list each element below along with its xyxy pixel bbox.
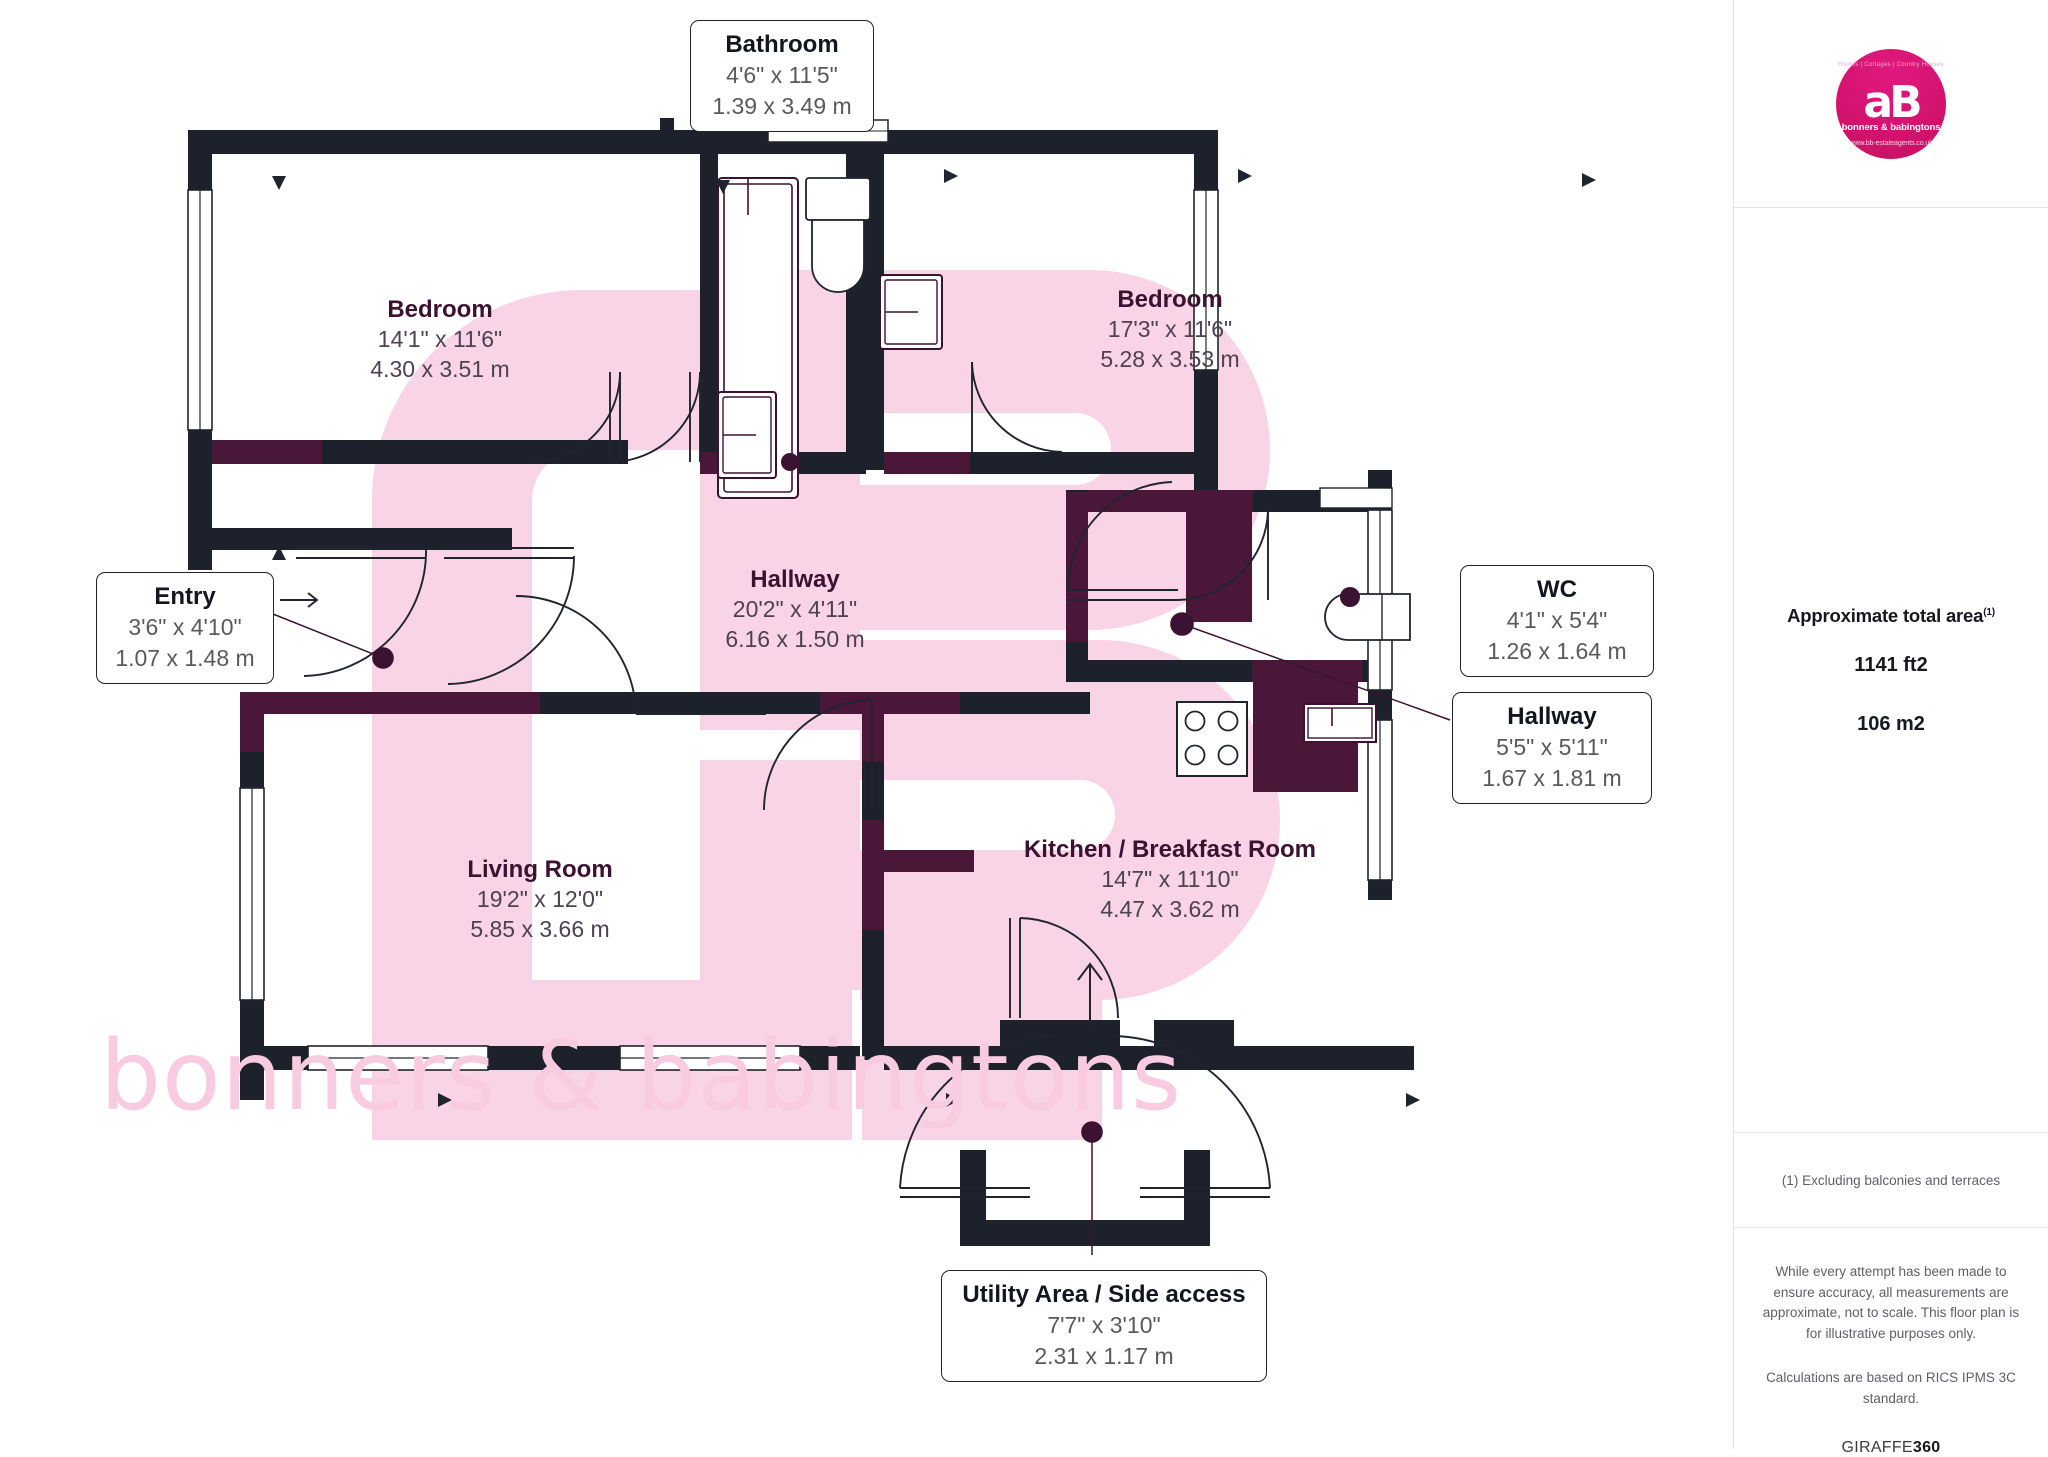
disclaimer-cell: While every attempt has been made to ens… <box>1734 1228 2048 1456</box>
room-imperial: 19'2" x 12'0" <box>476 886 604 912</box>
room-metric: 4.30 x 3.51 m <box>370 355 510 382</box>
room-metric: 5.85 x 3.66 m <box>470 915 610 942</box>
floor-plan-drawing <box>187 118 1596 1255</box>
kitchen-sink-fixture <box>1303 703 1377 743</box>
disclaimer-accuracy: While every attempt has been made to ens… <box>1762 1264 2020 1341</box>
callout-wc: WC 4'1" x 5'4" 1.26 x 1.64 m <box>1460 565 1654 677</box>
callout-imperial: 7'7" x 3'10" <box>1047 1312 1161 1339</box>
total-area-title: Approximate total area(1) <box>1787 605 1995 627</box>
callout-name: Utility Area / Side access <box>962 1281 1246 1308</box>
total-area-title-text: Approximate total area <box>1787 604 1984 626</box>
logo-company-name: bonners & babingtons <box>1841 121 1941 133</box>
logo-tagline: Homes | Cottages | Country Houses <box>1838 61 1944 68</box>
room-name: Hallway <box>750 566 840 593</box>
callout-name: Bathroom <box>725 31 839 58</box>
disclaimer-standard: Calculations are based on RICS IPMS 3C s… <box>1766 1370 2016 1406</box>
total-area-footnote-marker: (1) <box>1983 606 1995 618</box>
room-name: Bedroom <box>1117 286 1223 313</box>
brand-prefix: GIRAFFE <box>1841 1439 1913 1457</box>
footnote-text: (1) Excluding balconies and terraces <box>1781 1172 2001 1188</box>
company-logo: Homes | Cottages | Country Houses aB bon… <box>1836 48 1946 159</box>
window-group <box>187 119 1393 1071</box>
entry-arrow-icon <box>280 592 319 608</box>
total-area-feet: 1141 ft2 <box>1854 653 1928 676</box>
room-highlight-overlay <box>372 270 1280 1140</box>
callout-imperial: 5'5" x 5'11" <box>1496 734 1608 761</box>
room-metric: 4.47 x 3.62 m <box>1100 895 1240 922</box>
callout-metric: 1.67 x 1.81 m <box>1482 764 1622 791</box>
room-name: Bedroom <box>387 296 493 323</box>
room-imperial: 14'7" x 11'10" <box>1101 866 1239 892</box>
callout-metric: 1.07 x 1.48 m <box>115 644 255 671</box>
callout-bathroom: Bathroom 4'6" x 11'5" 1.39 x 3.49 m <box>690 20 874 132</box>
info-sidebar: Homes | Cottages | Country Houses aB bon… <box>1733 0 2048 1456</box>
hob-four-burner-fixture <box>1176 701 1248 777</box>
logo-website-url: www.bb-estateagents.co.uk <box>1849 139 1933 147</box>
callout-imperial: 3'6" x 4'10" <box>128 614 242 641</box>
callout-name: WC <box>1537 576 1577 603</box>
giraffe360-brand: GIRAFFE360 <box>1841 1439 1940 1457</box>
wc-basin-fixture <box>1324 587 1411 641</box>
room-name: Kitchen / Breakfast Room <box>1023 836 1317 863</box>
room-label-kitchen: Kitchen / Breakfast Room 14'7" x 11'10" … <box>1000 835 1340 925</box>
room-imperial: 20'2" x 4'11" <box>732 596 858 622</box>
room-metric: 5.28 x 3.53 m <box>1100 345 1240 372</box>
total-area-meters: 106 m2 <box>1857 712 1925 735</box>
logo-cell: Homes | Cottages | Country Houses aB bon… <box>1734 0 2048 208</box>
callout-hallway2: Hallway 5'5" x 5'11" 1.67 x 1.81 m <box>1452 692 1652 804</box>
floor-plan-canvas: bonners & babingtons Bedroom 14'1" x 11'… <box>96 20 1654 1382</box>
callout-metric: 1.26 x 1.64 m <box>1487 637 1627 664</box>
sink-basin-2-fixture <box>879 274 943 350</box>
room-label-hallway-main: Hallway 20'2" x 4'11" 6.16 x 1.50 m <box>650 565 940 655</box>
door-group <box>296 361 1271 1198</box>
dimension-tick-group <box>272 169 1596 1107</box>
room-label-living-room: Living Room 19'2" x 12'0" 5.85 x 3.66 m <box>390 855 690 945</box>
brand-suffix: 360 <box>1912 1439 1941 1457</box>
entry-direction-arrow-icon <box>1077 962 1103 1026</box>
total-area-cell: Approximate total area(1) 1141 ft2 106 m… <box>1734 208 2048 1133</box>
room-label-bedroom-right: Bedroom 17'3" x 11'6" 5.28 x 3.53 m <box>1020 285 1320 375</box>
callout-imperial: 4'1" x 5'4" <box>1506 607 1608 634</box>
callout-entry: Entry 3'6" x 4'10" 1.07 x 1.48 m <box>96 572 274 684</box>
callout-name: Hallway <box>1507 703 1597 730</box>
callout-name: Entry <box>154 583 216 610</box>
toilet-fixture <box>805 177 871 293</box>
logo-monogram: aB <box>1863 76 1922 128</box>
sink-basin-fixture <box>717 391 777 479</box>
room-label-bedroom-left: Bedroom 14'1" x 11'6" 4.30 x 3.51 m <box>300 295 580 385</box>
footnote-cell: (1) Excluding balconies and terraces <box>1734 1133 2048 1228</box>
room-imperial: 17'3" x 11'6" <box>1107 316 1233 342</box>
room-name: Living Room <box>467 856 613 883</box>
callout-metric: 1.39 x 3.49 m <box>712 92 852 119</box>
callout-metric: 2.31 x 1.17 m <box>1034 1342 1174 1369</box>
leader-line-group <box>257 607 1451 1255</box>
callout-utility: Utility Area / Side access 7'7" x 3'10" … <box>941 1270 1267 1382</box>
room-metric: 6.16 x 1.50 m <box>725 625 865 652</box>
callout-imperial: 4'6" x 11'5" <box>726 62 838 89</box>
room-imperial: 14'1" x 11'6" <box>377 326 503 352</box>
